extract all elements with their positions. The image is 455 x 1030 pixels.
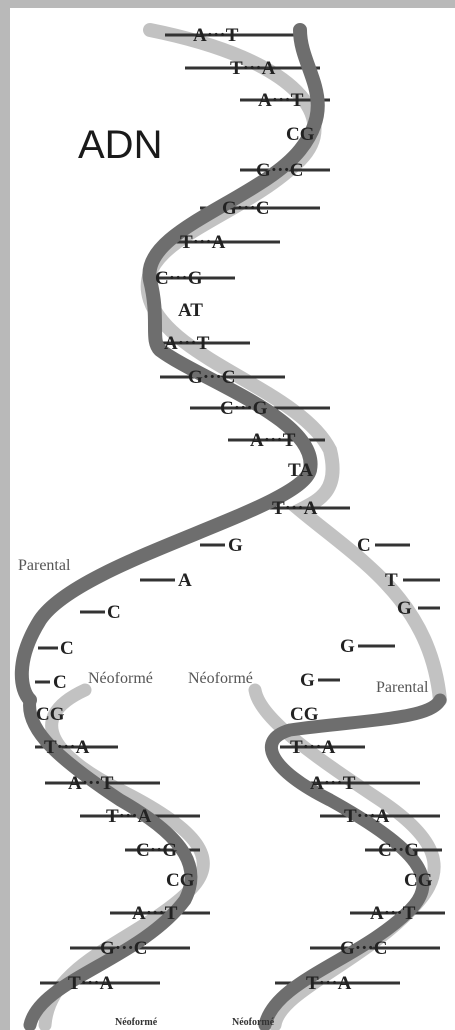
parental-label-right: Parental xyxy=(376,679,429,696)
fork-right-base-3: G xyxy=(397,598,412,619)
top-pair-1: A···T xyxy=(193,25,239,46)
bottom-neoforme-label-right: Néoformé xyxy=(232,1017,275,1028)
left-pair-6: CG xyxy=(166,870,195,891)
fork-right-base-5: G xyxy=(300,670,315,691)
top-pair-5: G···C xyxy=(256,160,304,181)
fork-right-base-4: G xyxy=(340,636,355,657)
fork-right-base-2: T xyxy=(385,570,398,591)
left-daughter-light-strand xyxy=(38,683,210,1030)
top-pair-9: AT xyxy=(178,300,203,321)
fork-left-base-1: G xyxy=(228,535,243,556)
right-pair-1: CG xyxy=(290,704,319,725)
neoforme-label-left: Néoformé xyxy=(88,670,153,687)
right-pair-5: C··G xyxy=(378,840,419,861)
fork-left-base-2: A xyxy=(178,570,192,591)
top-pair-11: G···C xyxy=(188,367,236,388)
fork-left-base-4: C xyxy=(60,638,74,659)
left-pair-9: T···A xyxy=(68,973,114,994)
top-pair-3: A···T xyxy=(258,90,304,111)
top-pair-13: A···T xyxy=(250,430,296,451)
fork-right-base-1: C xyxy=(357,535,371,556)
bottom-neoforme-label-left: Néoformé xyxy=(115,1017,158,1028)
top-pair-7: T···A xyxy=(180,232,226,253)
top-base-pairs: A···T T···A A···T CG G···C G···C T···A C… xyxy=(155,25,318,519)
right-pair-9: T···A xyxy=(306,973,352,994)
right-daughter-pairs: CG T···A A···T T···A C··G CG A···T G···C… xyxy=(290,704,433,994)
right-pair-6: CG xyxy=(404,870,433,891)
right-pair-7: A···T xyxy=(370,903,416,924)
right-daughter-light-strand xyxy=(248,683,441,1030)
top-frame-bar xyxy=(0,0,455,8)
left-pair-4: T···A xyxy=(106,806,152,827)
left-frame-bar xyxy=(0,0,10,1030)
left-daughter-dark-strand xyxy=(23,693,198,1030)
top-pair-6: G···C xyxy=(222,198,270,219)
top-dark-strand xyxy=(14,23,325,707)
right-pair-3: A···T xyxy=(310,773,356,794)
fork-left-base-3: C xyxy=(107,602,121,623)
top-pair-4: CG xyxy=(286,124,315,145)
fork-right-bases: C T G G G xyxy=(300,535,440,691)
left-pair-5: C··G xyxy=(136,840,177,861)
left-pair-3: A···T xyxy=(68,773,114,794)
parental-label-left: Parental xyxy=(18,557,71,574)
left-pair-7: A···T xyxy=(132,903,178,924)
top-pair-12: C···G xyxy=(220,398,268,419)
fork-left-base-5: C xyxy=(53,672,67,693)
right-pair-8: G···C xyxy=(340,938,388,959)
right-pair-4: T···A xyxy=(344,806,390,827)
top-pair-15: T···A xyxy=(272,498,318,519)
right-pair-2: T···A xyxy=(290,737,336,758)
fork-left-bases: G A C C C xyxy=(35,535,243,693)
top-pair-10: A···T xyxy=(164,333,210,354)
left-daughter-pairs: CG T···A A···T T···A C··G CG A···T G···C… xyxy=(36,704,195,994)
left-pair-1: CG xyxy=(36,704,65,725)
neoforme-label-right: Néoformé xyxy=(188,670,253,687)
right-daughter-dark-strand xyxy=(258,693,447,1030)
diagram-title: ADN xyxy=(78,123,162,167)
top-pair-8: C···G xyxy=(155,268,203,289)
left-pair-2: T···A xyxy=(44,737,90,758)
top-pair-2: T···A xyxy=(230,58,276,79)
top-pair-14: TA xyxy=(288,460,313,481)
left-pair-8: G···C xyxy=(100,938,148,959)
